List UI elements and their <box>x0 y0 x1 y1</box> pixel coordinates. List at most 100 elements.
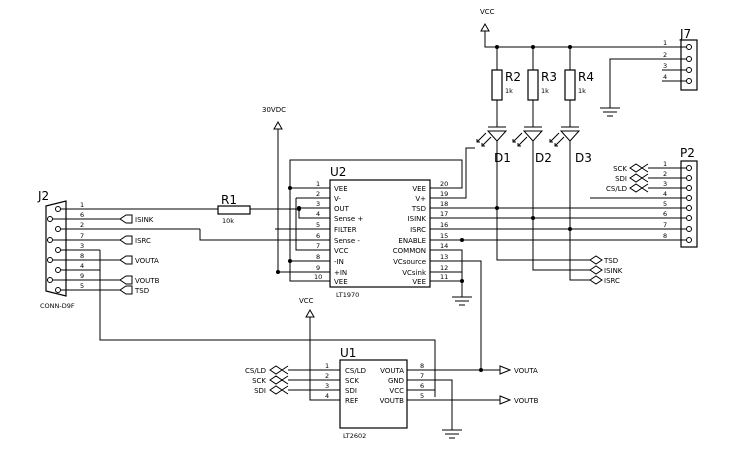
svg-text:4: 4 <box>325 392 329 400</box>
diode-d2: D2 <box>512 126 552 165</box>
svg-text:1: 1 <box>80 201 84 209</box>
vcc-u1-symbol: VCC <box>299 297 318 401</box>
connector-p2: P2 1 2 3 4 5 6 7 8 SCK SDI CS/LD <box>450 146 698 248</box>
svg-text:V+: V+ <box>415 195 426 203</box>
svg-text:VOUTB: VOUTB <box>380 397 405 405</box>
svg-text:TSD: TSD <box>603 257 618 265</box>
svg-text:8: 8 <box>316 253 320 261</box>
svg-text:U2: U2 <box>330 165 346 179</box>
svg-text:1k: 1k <box>578 87 586 95</box>
svg-text:1k: 1k <box>541 87 549 95</box>
resistor-r4: R4 1k <box>564 69 594 101</box>
svg-text:CS/LD: CS/LD <box>245 367 266 375</box>
svg-text:7: 7 <box>316 242 320 250</box>
svg-text:17: 17 <box>440 210 448 218</box>
svg-text:3: 3 <box>80 242 84 250</box>
svg-text:SCK: SCK <box>252 377 266 385</box>
svg-text:U1: U1 <box>340 346 356 360</box>
svg-text:VOUTA: VOUTA <box>135 257 159 265</box>
svg-text:8: 8 <box>663 232 667 240</box>
svg-text:5: 5 <box>316 221 320 229</box>
svg-text:CONN-D9F: CONN-D9F <box>40 302 75 310</box>
svg-text:VOUTB: VOUTB <box>135 277 160 285</box>
vcc-top-symbol: VCC <box>480 8 495 41</box>
svg-text:3: 3 <box>663 180 667 188</box>
svg-text:12: 12 <box>440 264 448 272</box>
svg-text:CS/LD: CS/LD <box>606 185 627 193</box>
j2-net-labels: ISINK ISRC VOUTA VOUTB TSD <box>100 214 160 295</box>
svg-text:15: 15 <box>440 232 448 240</box>
svg-text:VEE: VEE <box>334 185 348 193</box>
svg-text:LT1970: LT1970 <box>336 291 359 299</box>
connector-j7: J7 1 2 3 4 <box>662 27 698 91</box>
svg-text:FILTER: FILTER <box>334 226 357 234</box>
svg-text:10: 10 <box>314 273 322 281</box>
svg-text:VCsource: VCsource <box>393 258 426 266</box>
svg-text:2: 2 <box>663 51 667 59</box>
svg-text:ISRC: ISRC <box>410 226 426 234</box>
svg-text:J7: J7 <box>679 27 691 41</box>
svg-text:OUT: OUT <box>334 205 350 213</box>
svg-text:VCC: VCC <box>389 387 404 395</box>
svg-text:VEE: VEE <box>412 278 426 286</box>
svg-text:ISINK: ISINK <box>604 267 623 275</box>
svg-text:D2: D2 <box>535 151 552 165</box>
svg-text:10k: 10k <box>222 217 234 225</box>
svg-text:2: 2 <box>325 372 329 380</box>
resistor-r2: R2 1k <box>491 69 521 101</box>
svg-text:VCC: VCC <box>334 247 349 255</box>
svg-text:3: 3 <box>316 200 320 208</box>
svg-text:ISINK: ISINK <box>135 216 154 224</box>
ic-u2: U2 LT1970 1 2 3 4 5 6 7 8 9 10 VEE V- OU… <box>312 165 450 299</box>
svg-text:VCsink: VCsink <box>402 269 427 277</box>
svg-text:VCC: VCC <box>299 297 314 305</box>
power-30vdc-symbol: 30VDC <box>262 106 312 273</box>
svg-text:R1: R1 <box>221 193 237 207</box>
svg-text:3: 3 <box>325 382 329 390</box>
svg-text:30VDC: 30VDC <box>262 106 286 114</box>
connector-j2: J2 CONN-D9F 1 6 2 7 3 8 4 9 5 <box>37 189 100 310</box>
svg-text:11: 11 <box>440 273 448 281</box>
svg-text:J2: J2 <box>37 189 49 203</box>
svg-text:1k: 1k <box>505 87 513 95</box>
svg-text:9: 9 <box>80 272 84 280</box>
svg-text:ISRC: ISRC <box>135 237 151 245</box>
svg-text:ENABLE: ENABLE <box>398 237 426 245</box>
svg-text:2: 2 <box>663 170 667 178</box>
svg-text:4: 4 <box>663 73 667 81</box>
svg-text:5: 5 <box>420 392 424 400</box>
svg-text:19: 19 <box>440 190 448 198</box>
svg-text:VOUTA: VOUTA <box>380 367 404 375</box>
svg-text:VEE: VEE <box>412 185 426 193</box>
svg-text:LT2602: LT2602 <box>343 432 366 440</box>
svg-text:20: 20 <box>440 180 448 188</box>
svg-text:VCC: VCC <box>480 8 495 16</box>
svg-text:4: 4 <box>316 210 320 218</box>
svg-text:13: 13 <box>440 253 448 261</box>
svg-text:VEE: VEE <box>334 278 348 286</box>
svg-text:8: 8 <box>420 362 424 370</box>
svg-text:D1: D1 <box>494 151 511 165</box>
svg-text:+IN: +IN <box>334 269 347 277</box>
svg-text:REF: REF <box>345 397 358 405</box>
svg-text:7: 7 <box>420 372 424 380</box>
svg-text:4: 4 <box>80 262 84 270</box>
svg-text:1: 1 <box>325 362 329 370</box>
svg-text:2: 2 <box>80 221 84 229</box>
svg-text:R2: R2 <box>505 70 521 84</box>
svg-text:SCK: SCK <box>345 377 359 385</box>
diode-d1: D1 <box>476 126 511 165</box>
svg-text:R4: R4 <box>578 70 594 84</box>
resistor-r1: R1 10k <box>217 193 251 225</box>
resistor-r3: R3 1k <box>527 69 557 101</box>
p2-side-net-flags: TSD ISINK ISRC <box>589 255 623 285</box>
svg-text:1: 1 <box>316 180 320 188</box>
svg-text:5: 5 <box>80 282 84 290</box>
svg-text:VOUTB: VOUTB <box>514 397 539 405</box>
svg-text:4: 4 <box>663 190 667 198</box>
svg-text:7: 7 <box>80 232 84 240</box>
svg-text:1: 1 <box>663 160 667 168</box>
ic-u1: U1 LT2602 1 2 3 4 CS/LD SCK SDI REF 8 7 … <box>318 346 435 440</box>
svg-text:9: 9 <box>316 264 320 272</box>
